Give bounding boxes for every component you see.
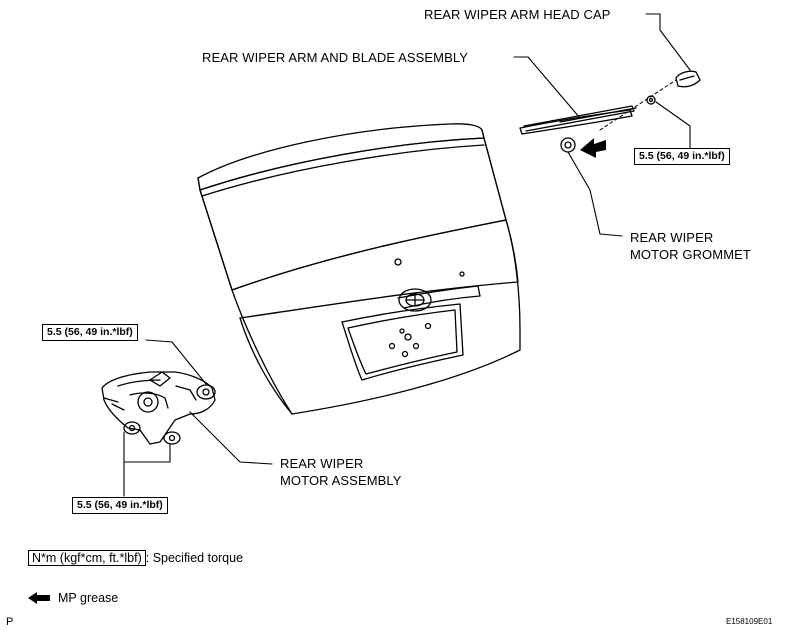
- figure-id: E158109E01: [726, 617, 773, 626]
- torque-box-arm-nut: 5.5 (56, 49 in.*lbf): [634, 148, 730, 165]
- torque-legend: N*m (kgf*cm, ft.*lbf) : Specified torque: [28, 550, 243, 566]
- back-door-illustration: [197, 123, 521, 415]
- torque-unit-box: N*m (kgf*cm, ft.*lbf): [28, 550, 146, 566]
- torque-legend-desc: : Specified torque: [145, 551, 244, 565]
- wiper-motor-illustration: [101, 371, 216, 445]
- page-code-left: P: [6, 616, 14, 628]
- nut-illustration: [646, 95, 656, 105]
- wiper-arm-blade-illustration: [519, 105, 637, 135]
- arm-blade-label: REAR WIPER ARM AND BLADE ASSEMBLY: [202, 50, 469, 65]
- grease-legend-desc: MP grease: [58, 591, 119, 605]
- grease-arrow-icon: [28, 592, 50, 604]
- grease-arrow: [580, 138, 606, 158]
- grease-legend: MP grease: [28, 591, 118, 605]
- motor-label-line2: MOTOR ASSEMBLY: [280, 473, 402, 488]
- torque-box-motor-upper: 5.5 (56, 49 in.*lbf): [42, 324, 138, 341]
- head-cap-illustration: [675, 70, 701, 88]
- grommet-illustration: [560, 137, 576, 153]
- grommet-label-line2: MOTOR GROMMET: [630, 247, 751, 262]
- motor-label-line1: REAR WIPER: [280, 456, 364, 471]
- grommet-label-line1: REAR WIPER: [630, 230, 714, 245]
- torque-box-motor-lower: 5.5 (56, 49 in.*lbf): [72, 497, 168, 514]
- head-cap-label: REAR WIPER ARM HEAD CAP: [424, 7, 611, 22]
